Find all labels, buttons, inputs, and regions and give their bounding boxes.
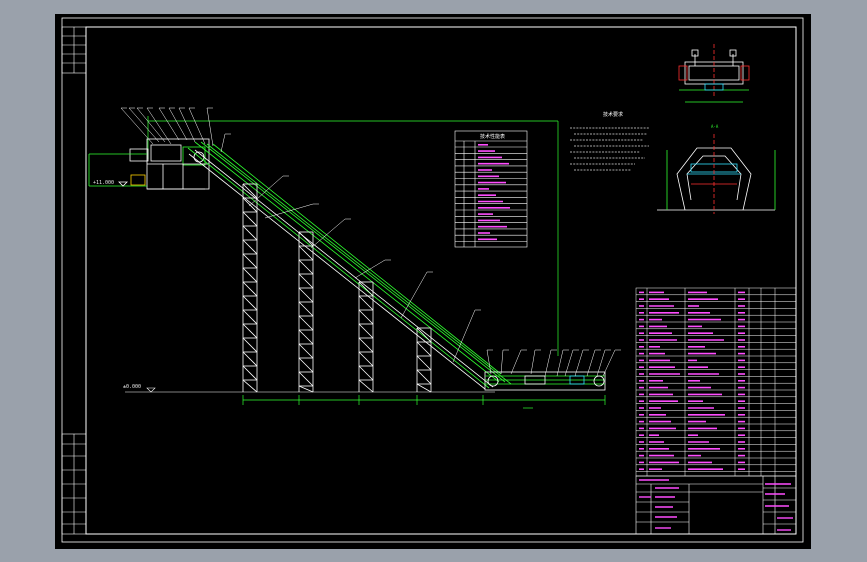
trestle-brace [242, 211, 258, 227]
notes-title: 技术要求 [603, 111, 623, 118]
trestle-4 [416, 327, 432, 393]
trestle-brace [358, 323, 374, 339]
trestle-brace [298, 343, 314, 359]
trestle-brace [298, 329, 314, 345]
inner-frame [85, 26, 797, 535]
trestle-brace [242, 379, 258, 393]
trestle-brace [242, 183, 258, 199]
leader-line-20 [530, 349, 536, 375]
leader-line-26 [596, 349, 606, 377]
ground-line [125, 387, 495, 393]
leader-line-23 [564, 349, 574, 377]
trestle-brace [358, 337, 374, 353]
title-block [635, 475, 797, 535]
leader-line-1 [120, 107, 154, 145]
trestle-brace [358, 365, 374, 381]
tail-section [484, 371, 606, 391]
trestle-brace [358, 379, 374, 393]
outer-frame [61, 17, 804, 543]
trestle-brace [298, 371, 314, 387]
trestle-supports [242, 183, 432, 393]
trestle-brace [298, 245, 314, 261]
trestle-brace [298, 385, 314, 393]
leader-line-24 [574, 349, 584, 377]
trestle-brace [416, 383, 432, 393]
trestle-brace [358, 351, 374, 367]
elevation-top-label: +11.000 [93, 180, 114, 186]
end-view-roller [678, 44, 750, 103]
title-block-marks [639, 479, 793, 531]
binding-strip-top [61, 26, 87, 74]
trestle-brace [358, 295, 374, 311]
trestle-2 [298, 231, 314, 393]
leader-line-11 [248, 175, 284, 207]
trestle-brace [242, 337, 258, 353]
trestle-brace [298, 301, 314, 317]
leader-line-10 [220, 133, 226, 153]
trestle-brace [242, 351, 258, 367]
trestle-brace [416, 327, 432, 343]
leader-line-12 [264, 203, 314, 219]
leader-line-17 [486, 349, 492, 375]
leader-line-21 [544, 349, 552, 377]
leader-line-22 [556, 349, 564, 377]
top-dimension [147, 116, 559, 356]
trestle-brace [298, 287, 314, 303]
trestle-brace [242, 323, 258, 339]
trestle-brace [242, 253, 258, 269]
trestle-brace [242, 309, 258, 325]
leader-line-2 [128, 107, 160, 143]
trestle-brace [416, 355, 432, 371]
cad-viewport[interactable]: A-A 技术要求 技术性能表 [55, 14, 811, 549]
leader-line-14 [354, 259, 386, 279]
trestle-brace [242, 365, 258, 381]
elevation-marker-icon [118, 181, 128, 187]
trestle-brace [416, 341, 432, 357]
inclined-frame [188, 149, 494, 390]
leader-line-8 [188, 107, 206, 145]
parts-list [635, 287, 797, 477]
leader-line-13 [310, 218, 346, 249]
bottom-dimension [242, 395, 606, 409]
leader-line-9 [206, 107, 214, 147]
binding-strip-bottom [61, 433, 87, 535]
elevation-bottom-label: ±0.000 [123, 384, 141, 390]
leader-line-3 [136, 107, 166, 143]
inclined-belt [187, 141, 512, 389]
conveyor-drawing: A-A 技术要求 技术性能表 [61, 17, 804, 543]
leader-line-27 [602, 349, 616, 377]
leader-line-6 [168, 107, 188, 141]
leader-line-25 [586, 349, 596, 377]
leader-line-18 [500, 349, 504, 375]
section-label: A-A [711, 124, 719, 129]
trestle-1 [242, 183, 258, 393]
trestle-brace [416, 369, 432, 385]
spec-table-title: 技术性能表 [480, 133, 505, 140]
spec-table [454, 130, 528, 248]
leader-line-7 [178, 107, 196, 143]
trestle-brace [242, 239, 258, 255]
trestle-brace [298, 259, 314, 275]
trestle-brace [242, 267, 258, 283]
trestle-brace [242, 281, 258, 297]
section-view-aa: A-A [657, 124, 776, 214]
notes-block: 技术要求 [570, 111, 650, 171]
trestle-brace [298, 357, 314, 373]
leader-line-19 [510, 349, 522, 375]
leader-line-5 [158, 107, 180, 141]
leader-line-15 [400, 271, 428, 319]
trestle-brace [298, 273, 314, 289]
leader-line-4 [146, 107, 172, 145]
trestle-3 [358, 281, 374, 393]
part-callouts [120, 107, 621, 377]
leader-line-16 [452, 309, 476, 363]
trestle-brace [358, 281, 374, 297]
trestle-brace [298, 315, 314, 331]
trestle-brace [242, 225, 258, 241]
head-drive-station [88, 138, 210, 190]
trestle-brace [358, 309, 374, 325]
trestle-brace [298, 231, 314, 247]
trestle-brace [242, 295, 258, 311]
